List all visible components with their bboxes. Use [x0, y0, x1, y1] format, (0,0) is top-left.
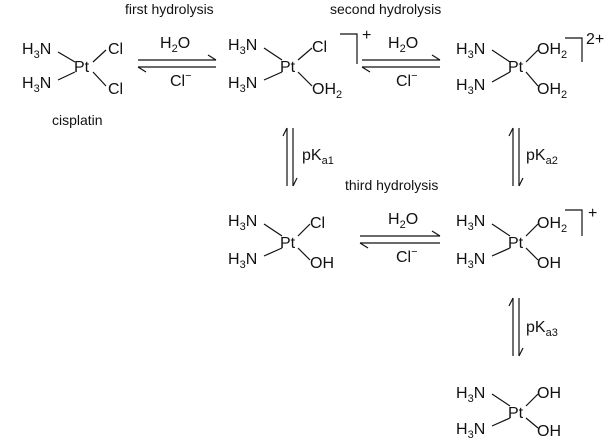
hydroxo-ligand: OH: [537, 255, 561, 272]
hydroxo-ligand: OH: [310, 255, 334, 272]
molecule-aqua-hydroxo: H3N H3N Pt OH2 OH +: [456, 205, 597, 272]
equilibrium-arrow-first: H2O Cl−: [137, 35, 217, 90]
pka3-label: pKa3: [526, 319, 558, 339]
reagent-water: H2O: [388, 35, 418, 55]
charge-label: +: [588, 205, 597, 222]
acid-equilibrium-pka2: pKa2: [508, 127, 558, 187]
bond: [297, 47, 313, 61]
bond: [57, 51, 76, 63]
equilibrium-arrow-second: H2O Cl−: [361, 35, 441, 90]
h3n-ligand: H3N: [22, 75, 51, 95]
up-arrow-head: [282, 127, 288, 137]
charge-label: +: [362, 27, 371, 44]
forward-arrow-head: [431, 230, 441, 237]
h3n-ligand: H3N: [456, 251, 485, 271]
bond: [525, 71, 539, 87]
down-arrow-head: [292, 177, 298, 187]
h3n-ligand: H3N: [456, 213, 485, 233]
bond: [491, 247, 511, 257]
bond: [525, 223, 539, 237]
molecule-dihydroxo: H3N H3N Pt OH OH: [456, 385, 561, 441]
complex-bracket: [565, 209, 583, 236]
bond: [263, 71, 283, 81]
label-third-hydrolysis: third hydrolysis: [345, 177, 438, 193]
bond: [491, 71, 511, 83]
h3n-ligand: H3N: [228, 37, 257, 57]
bond: [263, 47, 283, 61]
bond: [525, 49, 539, 63]
reverse-arrow-head: [359, 242, 369, 249]
pka2-label: pKa2: [526, 147, 558, 167]
forward-arrow-head: [431, 54, 441, 61]
acid-equilibrium-pka3: pKa3: [508, 297, 558, 357]
h3n-ligand: H3N: [456, 385, 485, 405]
up-arrow-head: [508, 297, 514, 307]
h3n-ligand: H3N: [456, 421, 485, 441]
complex-bracket: [340, 33, 358, 64]
bond: [263, 247, 283, 257]
label-first-hydrolysis: first hydrolysis: [125, 1, 214, 17]
platinum-atom: Pt: [508, 59, 524, 76]
bond: [297, 223, 311, 237]
molecule-aqua-chloro: H3N H3N Pt Cl OH2 +: [228, 27, 371, 101]
aqua-ligand: OH2: [312, 81, 342, 101]
chloride-ligand: Cl: [310, 215, 325, 232]
aqua-ligand: OH2: [537, 215, 567, 235]
bond: [297, 247, 311, 261]
h3n-ligand: H3N: [228, 251, 257, 271]
down-arrow-head: [518, 177, 524, 187]
down-arrow-head: [518, 347, 524, 357]
bond: [491, 417, 511, 427]
bond: [525, 393, 539, 407]
label-cisplatin: cisplatin: [52, 112, 103, 128]
charge-label: 2+: [586, 31, 604, 48]
platinum-atom: Pt: [280, 59, 296, 76]
bond: [57, 71, 76, 81]
bond: [491, 393, 511, 407]
h3n-ligand: H3N: [228, 75, 257, 95]
reagent-chloride: Cl−: [396, 246, 418, 266]
bond: [92, 71, 107, 87]
h3n-ligand: H3N: [456, 77, 485, 97]
pka1-label: pKa1: [302, 147, 334, 167]
h3n-ligand: H3N: [22, 41, 51, 61]
bond: [491, 223, 511, 237]
reverse-arrow-head: [137, 66, 147, 73]
reagent-chloride: Cl−: [170, 70, 192, 90]
forward-arrow-head: [207, 54, 217, 61]
molecule-hydroxo-chloro: H3N H3N Pt Cl OH: [228, 213, 334, 272]
platinum-atom: Pt: [280, 235, 296, 252]
chloride-ligand: Cl: [108, 81, 123, 98]
label-second-hydrolysis: second hydrolysis: [330, 1, 441, 17]
h3n-ligand: H3N: [228, 213, 257, 233]
aqua-ligand: OH2: [537, 41, 567, 61]
reagent-chloride: Cl−: [396, 70, 418, 90]
reagent-water: H2O: [160, 35, 190, 55]
molecule-cisplatin: H3N H3N Pt Cl Cl cisplatin: [22, 41, 123, 128]
reagent-water: H2O: [388, 211, 418, 231]
chloride-ligand: Cl: [108, 41, 123, 58]
chloride-ligand: Cl: [312, 39, 327, 56]
platinum-atom: Pt: [508, 235, 524, 252]
aqua-ligand: OH2: [537, 81, 567, 101]
bond: [263, 223, 283, 237]
platinum-atom: Pt: [74, 59, 90, 76]
h3n-ligand: H3N: [456, 41, 485, 61]
reverse-arrow-head: [361, 66, 371, 73]
bond: [525, 247, 539, 261]
equilibrium-arrow-third: H2O Cl−: [359, 211, 441, 266]
complex-bracket: [565, 37, 583, 62]
hydroxo-ligand: OH: [537, 385, 561, 402]
bond: [491, 49, 511, 63]
up-arrow-head: [508, 127, 514, 137]
bond: [92, 49, 107, 63]
platinum-atom: Pt: [508, 405, 524, 422]
acid-equilibrium-pka1: pKa1: [282, 127, 334, 187]
molecule-diaqua: H3N H3N Pt OH2 OH2 2+: [456, 31, 604, 101]
bond: [525, 417, 539, 429]
hydroxo-ligand: OH: [537, 423, 561, 440]
bond: [297, 71, 313, 87]
